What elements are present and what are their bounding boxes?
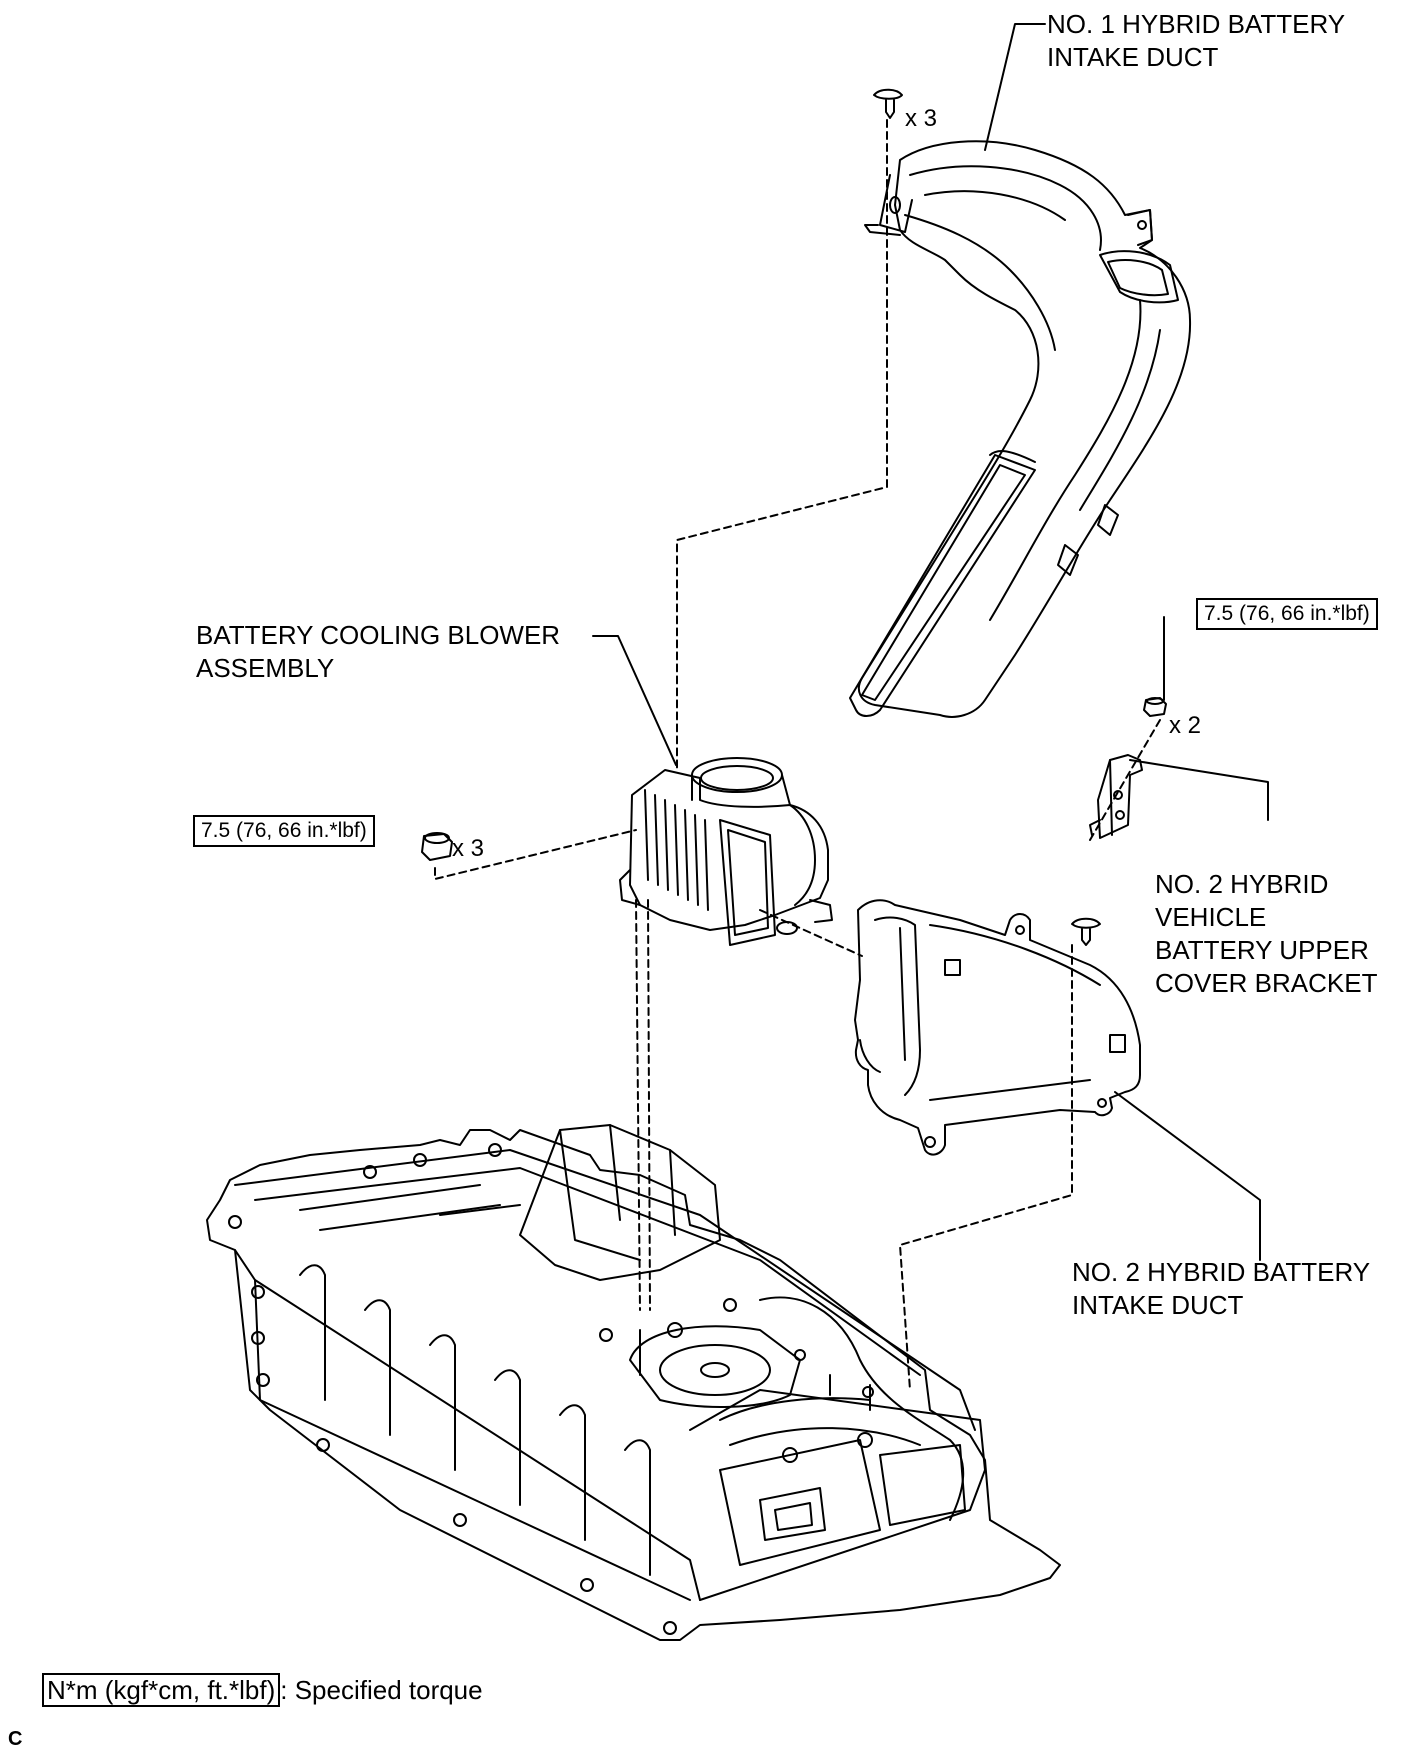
no1-duct-label-line2: INTAKE DUCT	[1047, 42, 1219, 72]
nut-right-quantity: x 2	[1169, 712, 1202, 739]
upper-cover-bracket-label: NO. 2 HYBRID VEHICLE BATTERY UPPER COVER…	[1155, 868, 1378, 1000]
blower-label-line2: ASSEMBLY	[196, 653, 335, 683]
bracket-label-line2: VEHICLE	[1155, 902, 1267, 932]
bracket-label-line3: BATTERY UPPER	[1155, 935, 1369, 965]
blower-assembly-label: BATTERY COOLING BLOWER ASSEMBLY	[196, 619, 560, 685]
clip-top-drawing	[873, 88, 903, 119]
blower-assembly-drawing	[619, 757, 833, 946]
no1-duct-label-line1: NO. 1 HYBRID BATTERY	[1047, 9, 1346, 39]
bracket-label-line4: COVER BRACKET	[1155, 968, 1378, 998]
no2-intake-duct-drawing	[854, 899, 1141, 1156]
torque-spec-right: 7.5 (76, 66 in.*lbf)	[1196, 598, 1378, 630]
nut-left-drawing	[421, 832, 453, 861]
torque-legend: N*m (kgf*cm, ft.*lbf): Specified torque	[42, 1673, 483, 1707]
upper-cover-bracket-drawing	[1089, 754, 1143, 839]
bracket-label-line1: NO. 2 HYBRID	[1155, 869, 1329, 899]
nut-left-quantity: x 3	[452, 835, 485, 862]
hybrid-battery-drawing	[206, 1124, 1061, 1641]
corner-mark: C	[8, 1728, 23, 1750]
torque-legend-text: : Specified torque	[280, 1675, 483, 1705]
nut-right-drawing	[1143, 697, 1167, 717]
no2-duct-label-line2: INTAKE DUCT	[1072, 1290, 1244, 1320]
no1-intake-duct-label: NO. 1 HYBRID BATTERY INTAKE DUCT	[1047, 8, 1345, 74]
blower-label-line1: BATTERY COOLING BLOWER	[196, 620, 561, 650]
no1-intake-duct-drawing	[849, 140, 1192, 718]
clip-top-quantity: x 3	[905, 105, 938, 132]
dashed-alignment-lines	[434, 119, 1161, 1391]
torque-spec-left: 7.5 (76, 66 in.*lbf)	[193, 815, 375, 847]
leader-lines	[592, 23, 1269, 1261]
clip-right-drawing	[1071, 917, 1101, 946]
no2-intake-duct-label: NO. 2 HYBRID BATTERY INTAKE DUCT	[1072, 1256, 1370, 1322]
torque-legend-unit: N*m (kgf*cm, ft.*lbf)	[42, 1673, 281, 1707]
no2-duct-label-line1: NO. 2 HYBRID BATTERY	[1072, 1257, 1371, 1287]
